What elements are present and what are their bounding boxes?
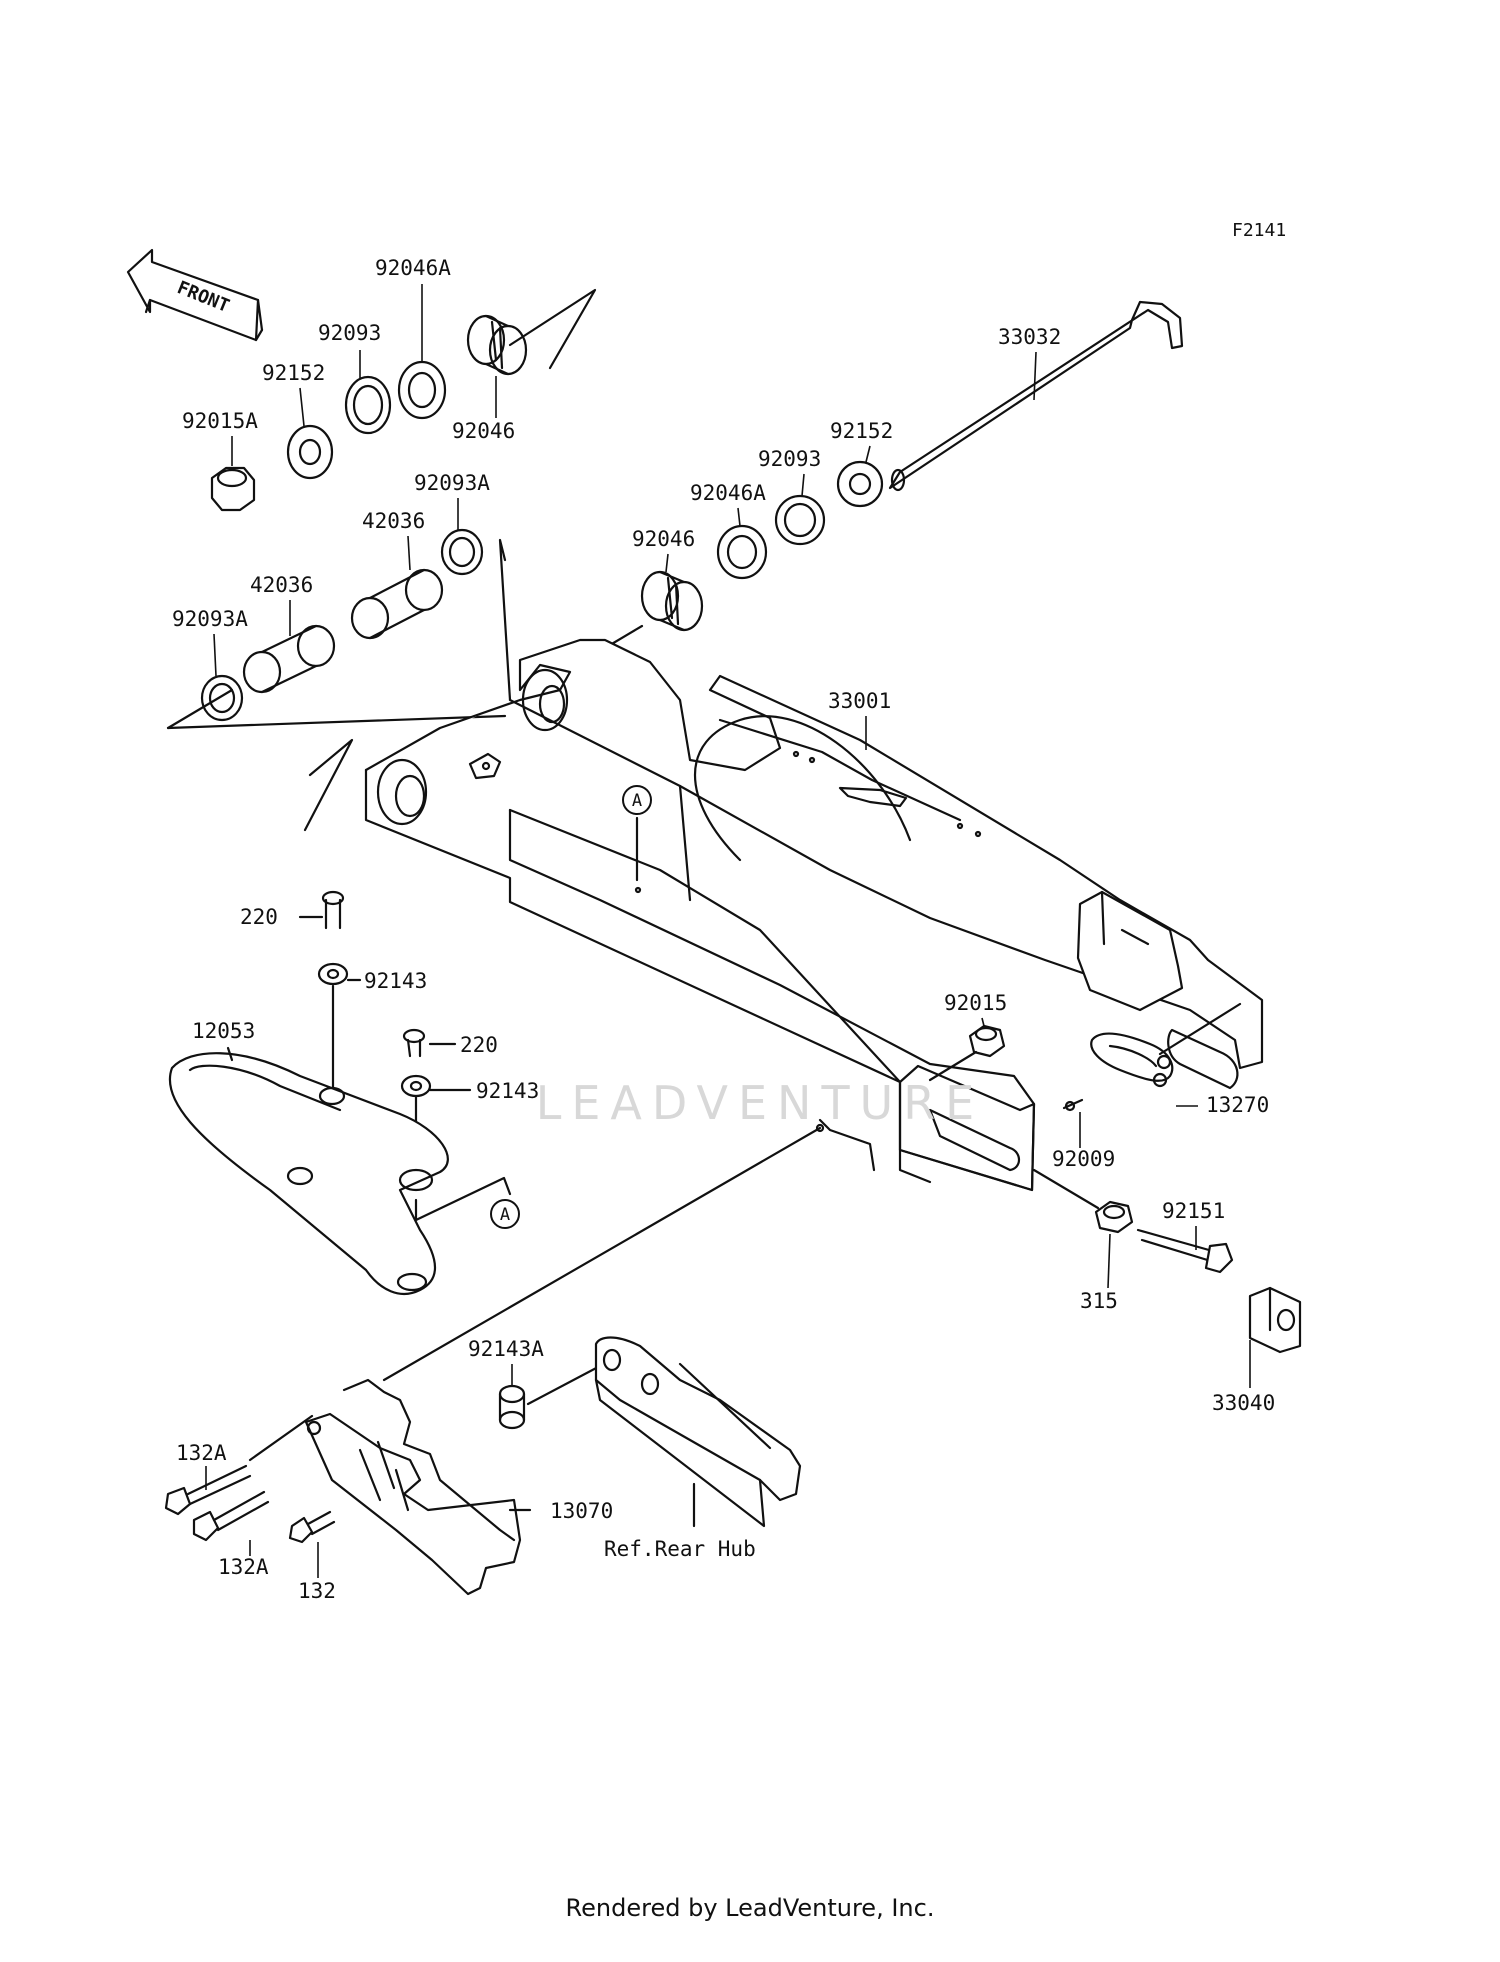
part-92015A-nut — [210, 466, 256, 512]
part-92143A-collar — [498, 1384, 526, 1430]
label-42036-lower: 42036 — [250, 573, 313, 597]
part-92093A-seal-lower — [200, 674, 244, 722]
part-92152-collar-left — [286, 424, 334, 480]
part-33032-pivot-shaft — [888, 300, 1184, 492]
part-labels: 92046A 92093 92152 92015A 92046 92093A 4… — [172, 256, 1275, 1603]
label-33040: 33040 — [1212, 1391, 1275, 1415]
label-92046-top: 92046 — [452, 419, 515, 443]
part-92046-bearing-left — [466, 314, 528, 376]
part-92009-screw — [1062, 1098, 1084, 1112]
part-13270-plate — [1090, 1032, 1174, 1088]
label-92046-right: 92046 — [632, 527, 695, 551]
label-220-mid: 220 — [460, 1033, 498, 1057]
label-315: 315 — [1080, 1289, 1118, 1313]
part-92046A-seal-left — [397, 360, 447, 420]
label-92151: 92151 — [1162, 1199, 1225, 1223]
part-220-screw-top — [321, 890, 345, 930]
part-132A-bolt-bottom — [192, 1490, 270, 1542]
callout-a-lower: A — [490, 1199, 520, 1229]
ref-rear-hub-guide — [594, 1336, 802, 1528]
label-12053: 12053 — [192, 1019, 255, 1043]
part-42036-sleeve-upper — [350, 568, 444, 640]
part-12053-chain-slider — [168, 1052, 449, 1295]
label-92046A-top: 92046A — [375, 256, 451, 280]
part-92093-seal-left — [344, 375, 392, 435]
front-arrow-icon — [126, 248, 264, 342]
part-315-nut — [1094, 1200, 1134, 1234]
label-13270: 13270 — [1206, 1093, 1269, 1117]
label-92143-mid: 92143 — [476, 1079, 539, 1103]
label-92093-right: 92093 — [758, 447, 821, 471]
label-132A-bottom: 132A — [218, 1555, 269, 1579]
label-132A-top: 132A — [176, 1441, 227, 1465]
part-33001-swingarm — [364, 638, 1264, 1192]
label-92093A-lower: 92093A — [172, 607, 248, 631]
part-92046A-seal-right — [716, 524, 768, 580]
label-92015A: 92015A — [182, 409, 258, 433]
watermark: LEADVENTURE — [535, 1076, 985, 1130]
label-220-top: 220 — [240, 905, 278, 929]
part-92093A-seal-upper — [440, 528, 484, 576]
part-220-screw-mid — [402, 1028, 426, 1058]
part-13070-chain-guide — [304, 1378, 522, 1596]
label-92152-right: 92152 — [830, 419, 893, 443]
part-132A-bolt-top — [164, 1414, 314, 1516]
svg-text:A: A — [632, 791, 642, 811]
label-13070: 13070 — [550, 1499, 613, 1523]
part-92093-seal-right — [774, 494, 826, 546]
svg-text:A: A — [500, 1205, 510, 1225]
label-92143-top: 92143 — [364, 969, 427, 993]
label-92015: 92015 — [944, 991, 1007, 1015]
label-33001: 33001 — [828, 689, 891, 713]
callout-a-upper: A — [622, 785, 652, 815]
part-33040-block — [1248, 1286, 1302, 1354]
footer-credit: Rendered by LeadVenture, Inc. — [565, 1894, 935, 1922]
part-92151-bolt — [1136, 1228, 1234, 1274]
label-33032: 33032 — [998, 325, 1061, 349]
label-42036-upper: 42036 — [362, 509, 425, 533]
label-132: 132 — [298, 1579, 336, 1603]
label-92143A: 92143A — [468, 1337, 544, 1361]
label-92093A-top: 92093A — [414, 471, 490, 495]
label-92093-top: 92093 — [318, 321, 381, 345]
part-92143-washer-mid — [400, 1074, 432, 1098]
label-ref-rear-hub: Ref.Rear Hub — [604, 1537, 756, 1561]
part-132-bolt — [288, 1510, 336, 1544]
part-92143-washer-top — [317, 962, 349, 986]
label-92152-top: 92152 — [262, 361, 325, 385]
part-92152-collar-right — [836, 460, 884, 508]
label-92046A-right: 92046A — [690, 481, 766, 505]
label-92009: 92009 — [1052, 1147, 1115, 1171]
figure-code: F2141 — [1232, 220, 1286, 241]
part-92046-bearing-right — [640, 570, 704, 632]
part-42036-sleeve-lower — [242, 624, 336, 694]
